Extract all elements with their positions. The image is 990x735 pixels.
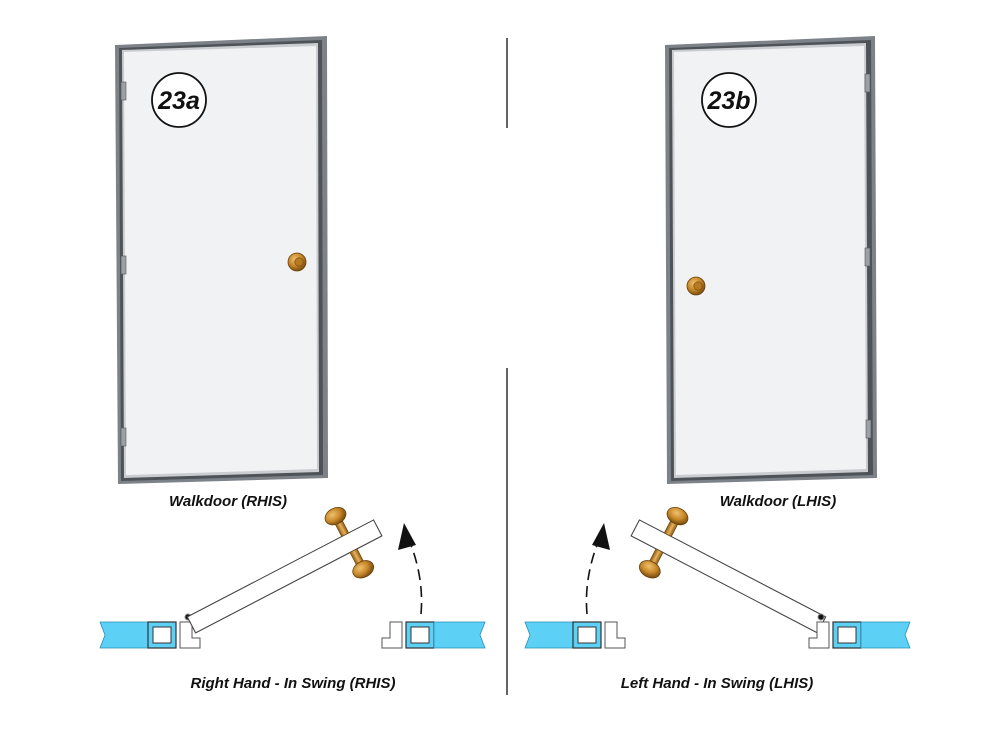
swing-arc bbox=[585, 544, 598, 615]
hinge-pin-icon bbox=[817, 613, 825, 621]
door-knob-icon bbox=[324, 506, 375, 579]
swing-caption-left: Right Hand - In Swing (RHIS) bbox=[191, 675, 396, 692]
swing-arrow-icon bbox=[398, 523, 416, 550]
badge-23a-label: 23a bbox=[157, 87, 200, 115]
swing-plan-lhis bbox=[524, 506, 911, 649]
swing-caption-right: Left Hand - In Swing (LHIS) bbox=[621, 675, 813, 692]
badge-23b-label: 23b bbox=[706, 87, 750, 115]
door-jamb bbox=[381, 621, 403, 649]
badge-23a: 23a bbox=[151, 72, 207, 128]
door-jamb bbox=[604, 621, 626, 649]
door-leaf bbox=[186, 519, 383, 634]
swing-plan-rhis bbox=[99, 506, 486, 649]
swing-arrow-icon bbox=[592, 523, 610, 550]
door-23a bbox=[115, 36, 328, 484]
wall-section-left bbox=[524, 621, 574, 649]
door-leaf bbox=[630, 519, 827, 634]
door-jamb bbox=[808, 621, 830, 649]
wall-section-right bbox=[860, 621, 911, 649]
wall-section-left bbox=[99, 621, 149, 649]
wall-section-right bbox=[433, 621, 486, 649]
badge-23b: 23b bbox=[701, 72, 757, 128]
door-knob-icon bbox=[638, 506, 689, 579]
door-caption-left: Walkdoor (RHIS) bbox=[169, 493, 287, 510]
swing-arc bbox=[410, 544, 423, 615]
door-23b bbox=[665, 36, 877, 484]
door-caption-right: Walkdoor (LHIS) bbox=[720, 493, 836, 510]
